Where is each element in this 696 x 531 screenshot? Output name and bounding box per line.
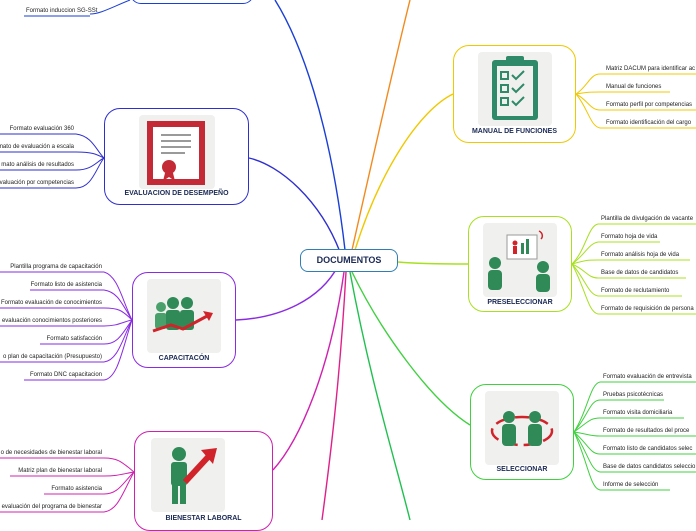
person-arrow-up-icon — [151, 438, 225, 512]
seleccionar-connectors — [573, 381, 696, 491]
leaf-preseleccionar-5: Formato de requisición de persona — [601, 306, 694, 312]
branch-preseleccionar — [397, 261, 469, 265]
central-topic[interactable]: DOCUMENTOS — [300, 249, 398, 272]
preseleccionar-title: PRESELECCIONAR — [487, 299, 553, 306]
topic-capacitacion[interactable]: CAPACITACÓN — [132, 272, 236, 368]
branch-capacitacion — [235, 265, 339, 321]
leaf-evaluacion-1: mato de evaluación a escala — [0, 144, 74, 150]
leaf-seleccionar-0: Formato evaluación de entrevista — [603, 374, 692, 380]
leaf-capacitacion-2: Formato evaluación de conocimientos — [0, 300, 102, 306]
leaf-manual-2: Formato perfil por competencias — [606, 102, 693, 108]
topic-evaluacion[interactable]: EVALUACION DE DESEMPEÑO — [104, 108, 249, 205]
branch-manual — [354, 93, 454, 251]
leaf-capacitacion-1: Formato listo de asistencia — [30, 282, 102, 288]
leaf-seleccionar-3: Formato de resultados del proce — [603, 428, 690, 434]
evaluacion-title: EVALUACION DE DESEMPEÑO — [124, 190, 229, 197]
checklist-icon — [478, 52, 552, 126]
team-growth-icon — [147, 279, 221, 353]
capacitacion-title: CAPACITACÓN — [158, 355, 210, 362]
mind-map-connectors — [0, 0, 696, 520]
topic-preseleccionar[interactable]: PRESELECCIONAR — [468, 216, 572, 312]
leaf-bienestar-2: Formato asistencia — [51, 486, 102, 492]
leaf-seleccionar-2: Formato visita domiciliaria — [603, 410, 673, 416]
leaf-bienestar-3: evaluación del programa de bienestar — [1, 504, 102, 510]
leaf-seleccionar-6: Informe de selección — [603, 482, 659, 488]
leaf-manual-3: Formato identificación del cargo — [606, 120, 692, 126]
leaf-capacitacion-4: Formato satisfacción — [46, 336, 102, 342]
branch-green-bottom — [349, 271, 411, 520]
leaf-manual-1: Manual de funciones — [606, 84, 662, 90]
leaf-capacitacion-0: Plantilla programa de capacitación — [10, 264, 102, 270]
topic-manual[interactable]: MANUAL DE FUNCIONES — [453, 45, 576, 143]
manual-connectors — [575, 73, 696, 129]
certificate-icon — [139, 115, 215, 189]
seleccionar-title: SELECCIONAR — [496, 466, 548, 473]
manual-title: MANUAL DE FUNCIONES — [471, 128, 558, 135]
leaf-preseleccionar-1: Formato hoja de vida — [601, 234, 658, 240]
branch-bienestar — [272, 271, 345, 471]
leaf-bienestar-0: o de necesidades de bienestar laboral — [0, 450, 102, 456]
branch-orange — [351, 0, 411, 251]
evaluacion-connectors — [0, 133, 105, 189]
leaf-preseleccionar-4: Formato de reclutamiento — [601, 288, 670, 294]
leaf-bienestar-1: Matriz plan de bienestar laboral — [18, 468, 102, 474]
top-topic-node[interactable] — [130, 0, 254, 4]
branch-top — [274, 0, 346, 251]
bienestar-title: BIENESTAR LABORAL — [165, 515, 242, 522]
leaf-evaluacion-3: valuación por competencias — [0, 180, 74, 186]
leaf-manual-0: Matriz DACUM para identificar ac — [606, 66, 696, 72]
leaf-seleccionar-1: Pruebas psicotécnicas — [603, 392, 664, 398]
leaf-seleccionar-4: Formato listo de candidatos selec — [603, 446, 693, 452]
leaf-capacitacion-5: o plan de capacitación (Presupuesto) — [2, 354, 102, 360]
leaf-preseleccionar-2: Formato análisis hoja de vida — [601, 252, 680, 258]
leaf-capacitacion-6: Formato DNC capacitacion — [29, 372, 102, 378]
branch-seleccionar — [351, 271, 471, 426]
topic-bienestar[interactable]: BIENESTAR LABORAL — [134, 431, 273, 531]
leaf-evaluacion-2: mato análisis de resultados — [1, 162, 74, 168]
leaf-top-0: Formato induccion SG-SSt — [26, 8, 98, 14]
capacitacion-connectors — [0, 271, 133, 381]
presentation-icon — [483, 223, 557, 297]
topic-seleccionar[interactable]: SELECCIONAR — [470, 384, 574, 480]
people-exchange-icon — [485, 391, 559, 465]
bienestar-connectors — [0, 457, 135, 513]
leaf-evaluacion-0: Formato evaluación 360 — [9, 126, 74, 132]
branch-pink-bottom — [321, 271, 347, 520]
branch-evaluacion — [248, 157, 341, 253]
leaf-seleccionar-5: Base de datos candidatos seleccio — [603, 464, 696, 470]
leaf-capacitacion-3: evaluación conocimientos posteriores — [1, 318, 102, 324]
leaf-preseleccionar-3: Base de datos de candidatos — [601, 270, 679, 276]
preseleccionar-connectors — [571, 223, 696, 315]
leaf-preseleccionar-0: Plantilla de divulgación de vacante — [601, 216, 694, 222]
